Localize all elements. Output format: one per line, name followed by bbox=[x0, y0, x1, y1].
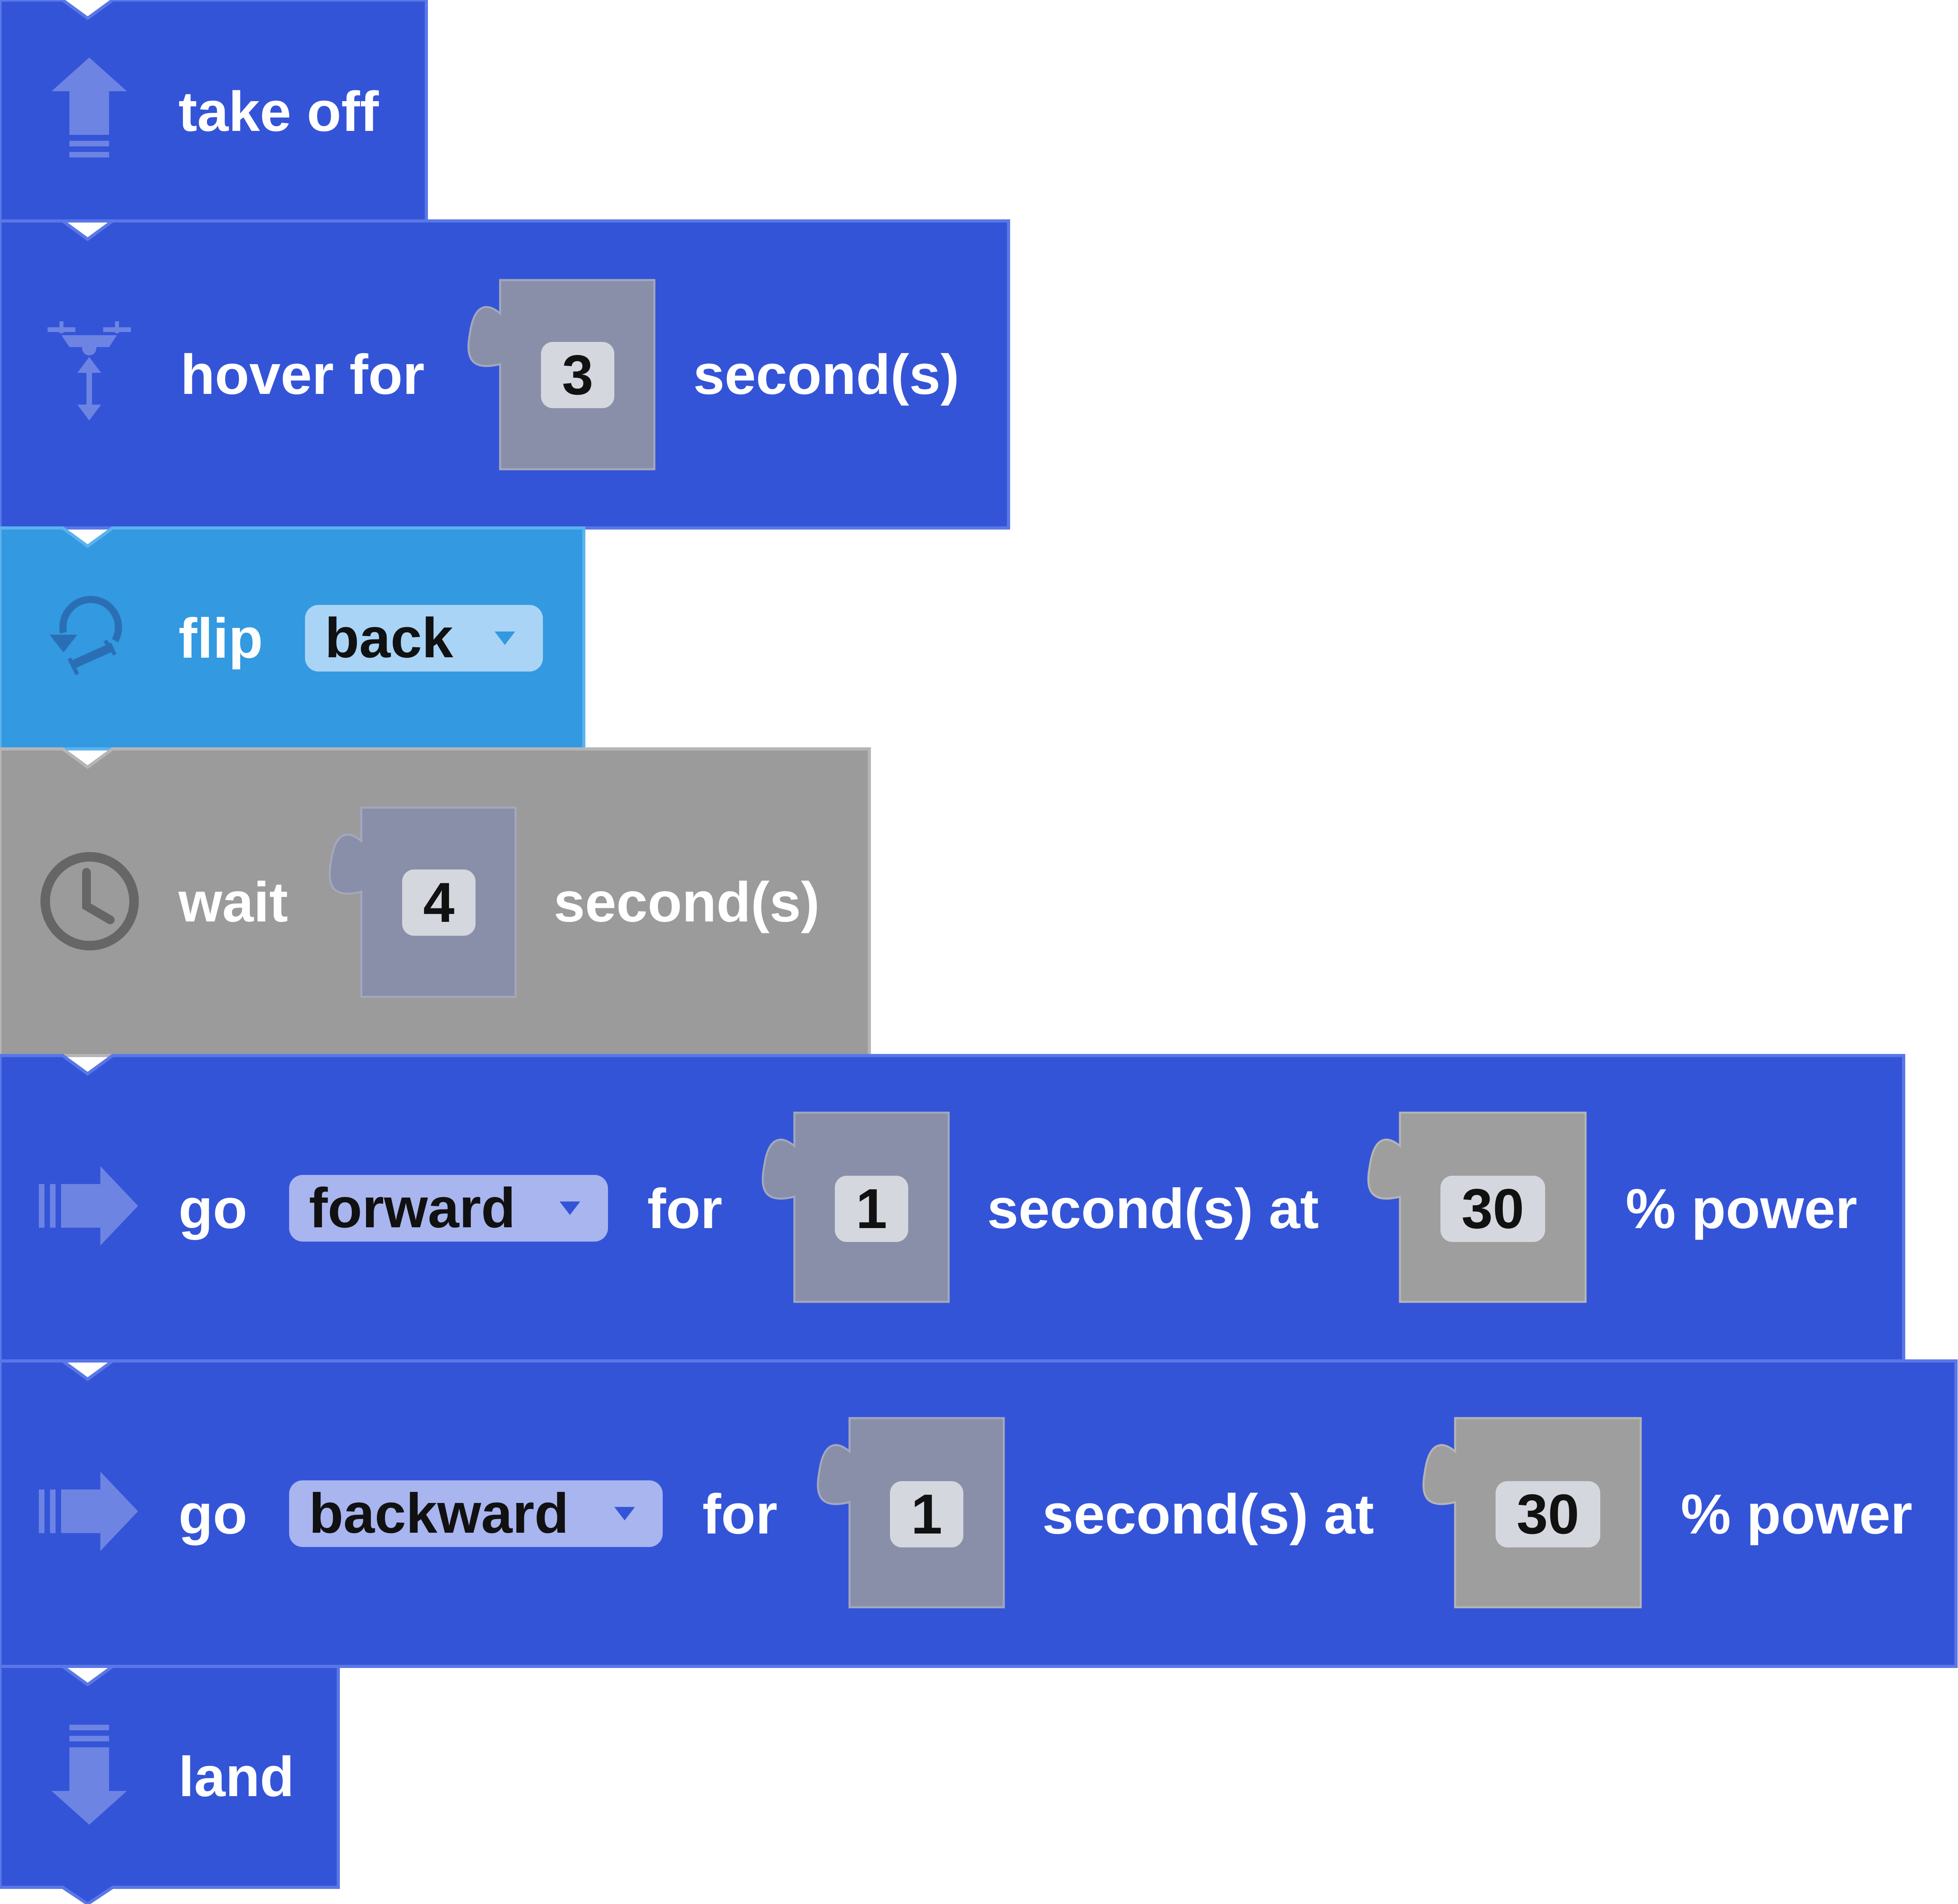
land-block-shape[interactable] bbox=[0, 0, 1958, 1904]
takeoff-block-shape[interactable] bbox=[0, 0, 1958, 1904]
blocks-workspace: take off hover for 3 second(s) bbox=[0, 0, 1958, 1904]
land-block[interactable]: land bbox=[0, 0, 1958, 1904]
flip-block-shape[interactable] bbox=[0, 0, 1958, 1904]
